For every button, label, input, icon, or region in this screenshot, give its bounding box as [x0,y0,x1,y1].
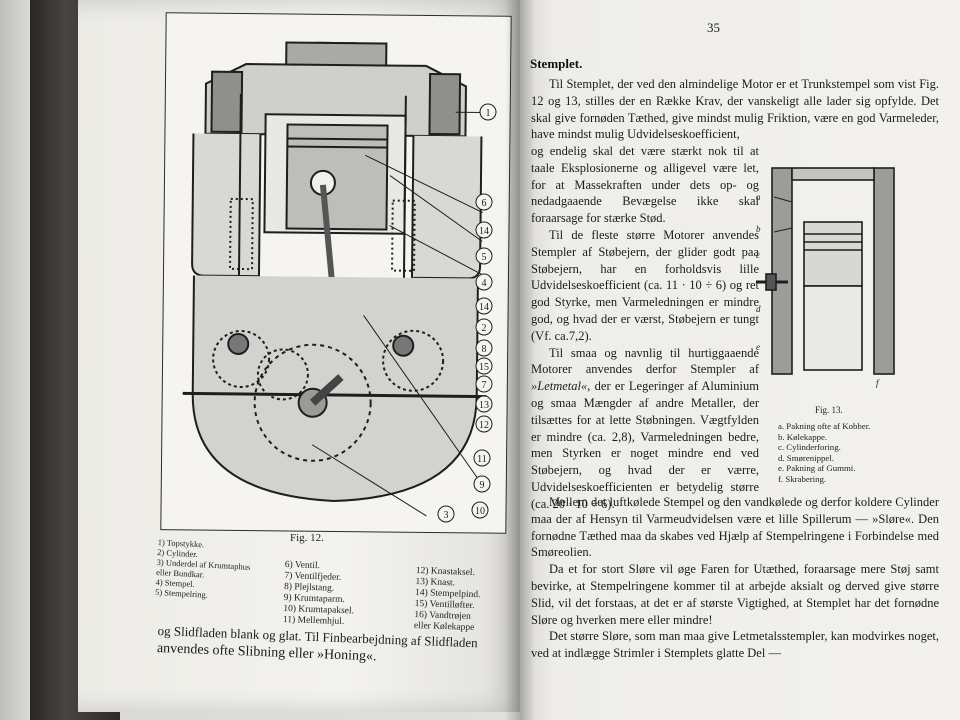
paragraph-text: , der er Legeringer af Aluminium og smaa… [531,379,759,511]
paragraph-text: og endelig skal det være stærkt nok til … [531,144,759,226]
fig13-label: d [756,304,761,314]
fig12-engine-diagram [160,12,512,534]
legend-item: e. Pakning af Gummi. [778,463,856,474]
fig12-caption: Fig. 12. [290,532,324,544]
callout-number: 10 [475,506,485,517]
callout-number: 7 [482,380,487,391]
paragraph-3: Til smaa og navnlig til hurtiggaaende Mo… [531,345,759,513]
paragraph-text: Til smaa og navnlig til hurtiggaaende Mo… [531,345,759,377]
callout-number: 1 [486,108,491,119]
fig13-caption: Fig. 13. [815,405,843,415]
callout-number: 8 [482,344,487,355]
legend-item: c. Cylinderforing. [778,442,841,453]
paragraph-text: Mellem det luftkølede Stempel og den van… [531,495,939,560]
fig13-label: a [756,192,761,202]
callout-number: 13 [479,400,489,411]
callout-number: 14 [479,302,489,313]
paragraph-text: Til de fleste større Motorer anvendes St… [531,227,759,343]
fig12-drawing [182,41,487,517]
book-gutter-shadow [505,0,535,720]
callout-number: 12 [479,420,489,431]
legend-item: f. Skrabering. [778,473,827,484]
paragraph-text: Det større Sløre, som man maa give Letme… [531,629,939,661]
callout-number: 5 [482,252,487,263]
fig13-label: b [756,224,761,234]
callout-number: 4 [482,278,487,289]
callout-number: 11 [477,454,487,465]
paragraph-1: Til Stemplet, der ved den almindelige Mo… [531,76,939,143]
legend-item: b. Kølekappe. [778,431,828,442]
fig13-label: f [876,378,880,388]
section-heading: Stemplet. [530,56,583,71]
fig13-piston-diagram: a b c d e f [752,162,902,390]
callout-number: 14 [479,226,489,237]
fig13-legend: a. Pakning ofte af Kobber. b. Kølekappe.… [778,421,870,485]
callout-number: 3 [444,510,449,521]
callout-number: 9 [480,480,485,491]
emphasis-text: »Letmetal« [531,379,588,394]
callout-number: 6 [482,198,487,209]
paragraph-text: Til Stemplet, der ved den almindelige Mo… [531,77,939,142]
lower-paragraphs: Mellem det luftkølede Stempel og den van… [531,494,939,662]
callout-number: 2 [482,323,487,334]
narrow-column-text: og endelig skal det være stærkt nok til … [531,143,759,513]
fig13-drawing: a b c d e f [756,167,895,388]
legend-item: d. Smørenippel. [778,452,834,463]
fig13-label: c [756,250,760,260]
page-number: 35 [707,20,720,35]
fig13-label: e [756,342,760,352]
paragraph-text: Da et for stort Sløre vil øge Faren for … [531,562,939,627]
legend-item: a. Pakning ofte af Kobber. [778,421,871,431]
callout-number: 15 [479,362,489,373]
